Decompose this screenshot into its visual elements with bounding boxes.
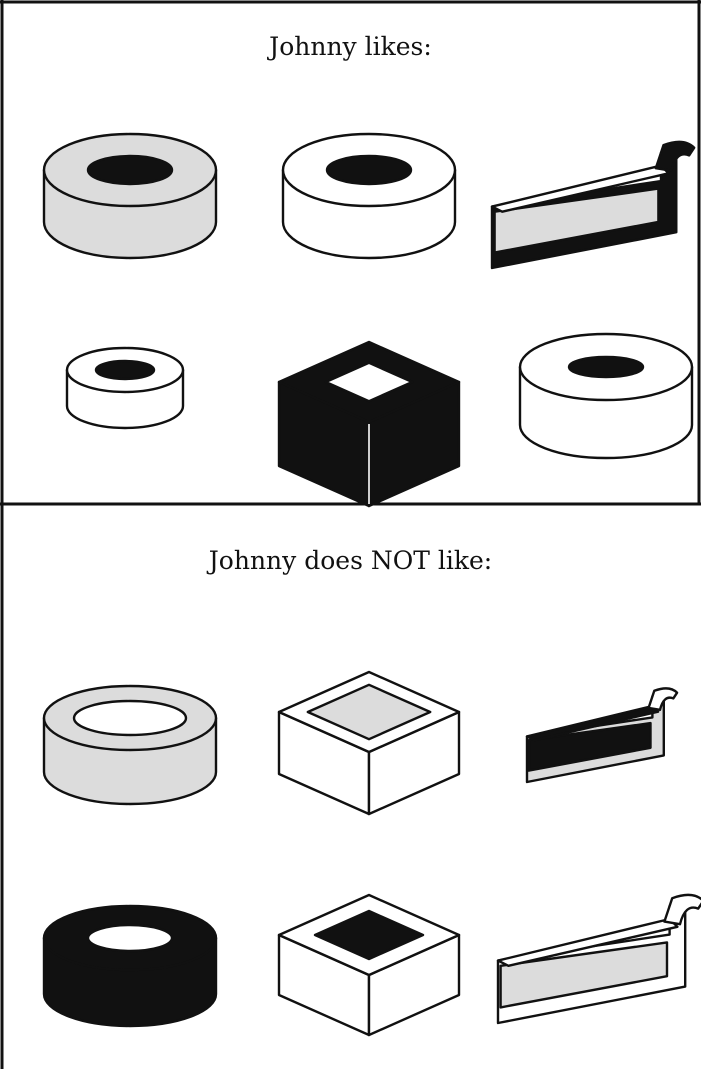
disliked-cake-slice-6: [498, 895, 701, 1023]
disliked-cake-slice-3: [527, 688, 677, 782]
disliked-square-box-2: [279, 672, 459, 814]
liked-ring-cake-6-center: [569, 357, 643, 377]
liked-ring-cake-1-center: [88, 156, 172, 184]
disliked-square-box-5: [279, 895, 459, 1035]
disliked-ring-cake-1: [44, 686, 216, 804]
liked-ring-cake-small-4-center: [96, 361, 154, 379]
liked-ring-cake-small-4: [67, 348, 183, 428]
disliked-ring-cake-1-center: [74, 701, 186, 735]
liked-ring-cake-1: [44, 134, 216, 258]
liked-ring-cake-2-center: [327, 156, 411, 184]
liked-ring-cake-2: [283, 134, 455, 258]
liked-cake-slice-3: [492, 142, 694, 268]
disliked-ring-cake-4-center: [88, 925, 172, 951]
disliked-ring-cake-4: [44, 906, 216, 1026]
liked-square-box-5: [279, 342, 459, 506]
liked-ring-cake-6: [520, 334, 692, 458]
